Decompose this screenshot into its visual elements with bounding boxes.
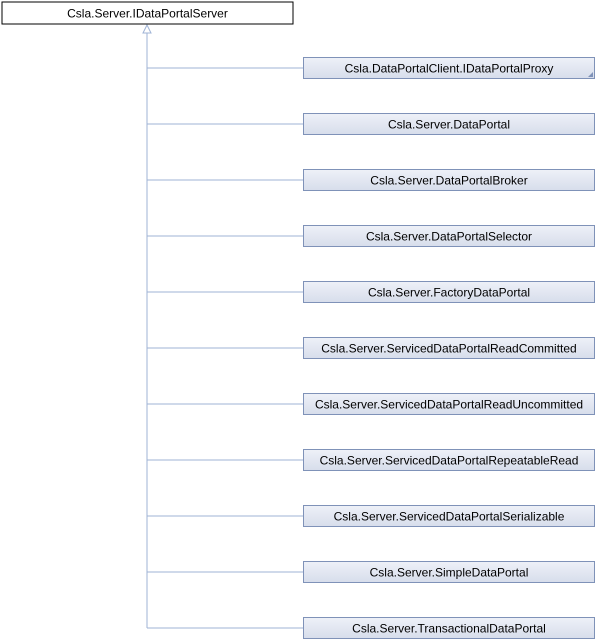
child-node-box bbox=[303, 57, 595, 79]
child-node-box bbox=[303, 337, 595, 359]
child-node[interactable]: Csla.Server.DataPortalBroker bbox=[147, 169, 595, 191]
child-node-label: Csla.Server.DataPortalBroker bbox=[370, 174, 527, 188]
root-node[interactable]: Csla.Server.IDataPortalServer bbox=[1, 1, 294, 25]
child-node[interactable]: Csla.Server.ServicedDataPortalReadCommit… bbox=[147, 337, 595, 359]
child-node[interactable]: Csla.Server.TransactionalDataPortal bbox=[147, 617, 595, 639]
child-node[interactable]: Csla.Server.DataPortal bbox=[147, 113, 595, 135]
child-node-box bbox=[303, 393, 595, 415]
child-node-box bbox=[303, 113, 595, 135]
child-node[interactable]: Csla.DataPortalClient.IDataPortalProxy bbox=[147, 57, 595, 79]
child-node-label: Csla.Server.ServicedDataPortalReadCommit… bbox=[321, 342, 576, 356]
child-node-box bbox=[303, 505, 595, 527]
more-indicator-icon bbox=[588, 72, 593, 77]
child-node[interactable]: Csla.Server.DataPortalSelector bbox=[147, 225, 595, 247]
child-node-box bbox=[303, 561, 595, 583]
child-node-label: Csla.Server.ServicedDataPortalSerializab… bbox=[334, 510, 565, 524]
root-node-label: Csla.Server.IDataPortalServer bbox=[67, 7, 228, 21]
child-node[interactable]: Csla.Server.ServicedDataPortalSerializab… bbox=[147, 505, 595, 527]
child-node-label: Csla.DataPortalClient.IDataPortalProxy bbox=[345, 62, 554, 76]
child-node-label: Csla.Server.FactoryDataPortal bbox=[368, 286, 530, 300]
child-node-label: Csla.Server.ServicedDataPortalRepeatable… bbox=[320, 454, 579, 468]
inheritance-arrowhead bbox=[142, 23, 152, 34]
child-node[interactable]: Csla.Server.ServicedDataPortalReadUncomm… bbox=[147, 393, 595, 415]
child-node-box bbox=[303, 617, 595, 639]
child-node[interactable]: Csla.Server.FactoryDataPortal bbox=[147, 281, 595, 303]
child-node[interactable]: Csla.Server.ServicedDataPortalRepeatable… bbox=[147, 449, 595, 471]
child-node-box bbox=[303, 281, 595, 303]
child-nodes: Csla.DataPortalClient.IDataPortalProxyCs… bbox=[147, 57, 595, 639]
child-node-box bbox=[303, 169, 595, 191]
child-node-box bbox=[303, 225, 595, 247]
child-node-label: Csla.Server.TransactionalDataPortal bbox=[352, 622, 546, 636]
child-node-label: Csla.Server.DataPortalSelector bbox=[366, 230, 532, 244]
root-node-box bbox=[1, 1, 294, 25]
child-node-label: Csla.Server.ServicedDataPortalReadUncomm… bbox=[315, 398, 583, 412]
child-node[interactable]: Csla.Server.SimpleDataPortal bbox=[147, 561, 595, 583]
child-node-box bbox=[303, 449, 595, 471]
child-node-label: Csla.Server.DataPortal bbox=[388, 118, 510, 132]
child-node-label: Csla.Server.SimpleDataPortal bbox=[370, 566, 529, 580]
